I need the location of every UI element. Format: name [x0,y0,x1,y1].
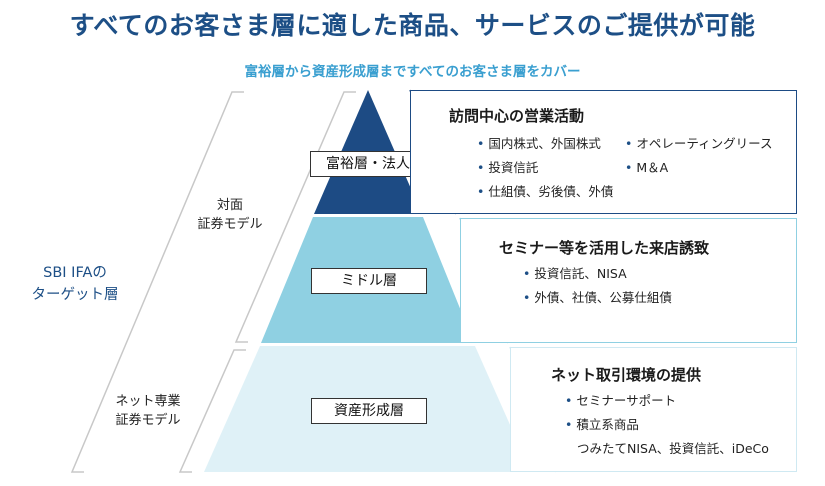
panel-wealthy-title: 訪問中心の営業活動 [449,107,585,125]
net-model-line1: ネット専業 [115,394,181,409]
panel-asset-title: ネット取引環境の提供 [551,366,702,384]
panel-wealthy: 訪問中心の営業活動 • 国内株式、外国株式 • 投資信託 • 仕組債、劣後債、外… [410,90,797,214]
panel-middle-title: セミナー等を活用した来店誘致 [499,239,710,257]
target-label-line1: SBI IFAの [43,265,107,281]
target-label-line2: ターゲット層 [31,287,119,303]
page-subtitle: 富裕層から資産形成層まですべてのお客さま層をカバー [244,64,581,80]
face-model-line1: 対面 [216,198,243,213]
face-model-line2: 証券モデル [197,217,263,232]
bullet-icon: • [565,417,573,432]
face-model-label: 対面 証券モデル [182,196,278,234]
panel-asset-note: つみたてNISA、投資信託、iDeCo [577,441,769,456]
face-model-bracket [234,91,356,343]
bullet-icon: • [523,290,531,305]
list-item: • 外債、社債、公募仕組債 [523,290,672,305]
bullet-icon: • [477,184,485,199]
bullet-icon: • [565,393,573,408]
list-item: • 国内株式、外国株式 [477,136,601,151]
list-item: • M＆A [625,160,669,175]
list-item: • 投資信託 [477,160,539,175]
list-item: • 積立系商品 [565,417,639,432]
tier-wealthy-label: 富裕層・法人 [310,151,426,177]
list-item: • オペレーティングリース [625,136,773,151]
bullet-icon: • [625,160,633,175]
tier-asset-label: 資産形成層 [311,398,427,424]
list-item: • 投資信託、NISA [523,266,627,281]
target-label: SBI IFAの ターゲット層 [10,262,140,306]
page-title: すべてのお客さま層に適した商品、サービスのご提供が可能 [69,11,756,40]
list-item: • セミナーサポート [565,393,677,408]
panel-middle: セミナー等を活用した来店誘致 • 投資信託、NISA • 外債、社債、公募仕組債 [460,218,797,343]
panel-asset: ネット取引環境の提供 • セミナーサポート • 積立系商品 つみたてNISA、投… [510,347,797,472]
target-bracket [70,91,244,473]
bullet-icon: • [477,136,485,151]
tier-middle-label: ミドル層 [311,268,427,294]
bullet-icon: • [477,160,485,175]
net-model-line2: 証券モデル [115,413,181,428]
list-item: • 仕組債、劣後債、外債 [477,184,614,199]
net-model-label: ネット専業 証券モデル [96,392,200,430]
bullet-icon: • [625,136,633,151]
net-model-bracket [178,349,246,473]
bullet-icon: • [523,266,531,281]
